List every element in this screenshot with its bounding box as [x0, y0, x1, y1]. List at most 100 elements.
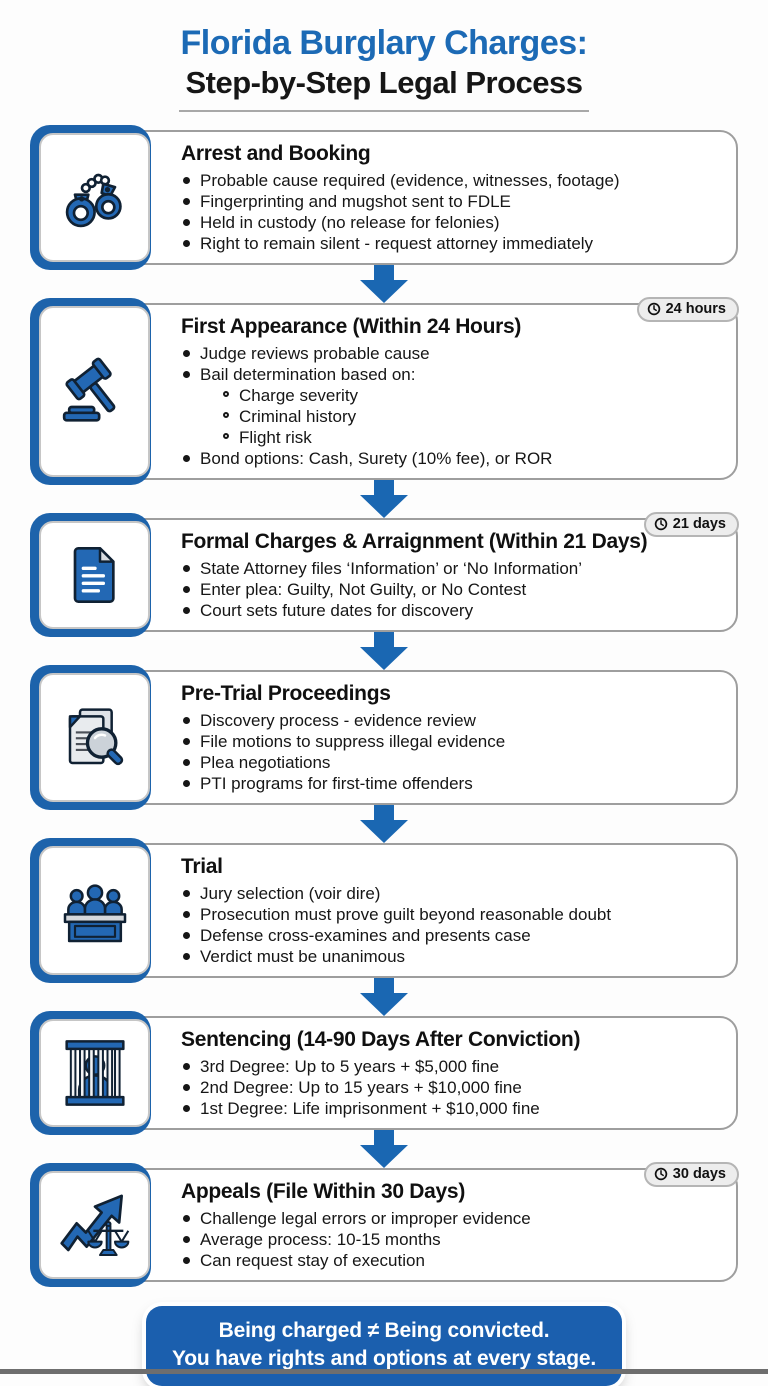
badge-text: 21 days: [672, 516, 726, 532]
bullet-item: Average process: 10-15 months: [181, 1229, 722, 1250]
bullet-text: Can request stay of execution: [200, 1251, 425, 1270]
bullet-text: Defense cross-examines and presents case: [200, 926, 531, 945]
badge-text: 24 hours: [665, 301, 726, 317]
bullet-dot: [183, 911, 190, 918]
bullet-dot: [183, 455, 190, 462]
bullet-text: 1st Degree: Life imprisonment + $10,000 …: [200, 1099, 540, 1118]
bullet-text: Fingerprinting and mugshot sent to FDLE: [200, 192, 511, 211]
bullet-list: Jury selection (voir dire) Prosecution m…: [181, 883, 722, 967]
bullet-dot: [183, 780, 190, 787]
flow-arrow-down-icon: [30, 978, 738, 1016]
flow-arrow-down-icon: [30, 1130, 738, 1168]
bullet-dot: [183, 240, 190, 247]
bullet-item: Held in custody (no release for felonies…: [181, 212, 722, 233]
document-icon: [39, 521, 150, 629]
gavel-icon: [39, 306, 150, 477]
bullet-item: Can request stay of execution: [181, 1250, 722, 1271]
footer: Being charged ≠ Being convicted. You hav…: [0, 1306, 768, 1386]
bullet-item: 3rd Degree: Up to 5 years + $5,000 fine: [181, 1056, 722, 1077]
bullet-dot: [183, 932, 190, 939]
bullet-list: Challenge legal errors or improper evide…: [181, 1208, 722, 1271]
bullet-dot: [183, 565, 190, 572]
bullet-text: Held in custody (no release for felonies…: [200, 213, 500, 232]
bullet-list: State Attorney files ‘Information’ or ‘N…: [181, 558, 722, 621]
bullet-dot: [183, 198, 190, 205]
bullet-dot: [183, 1215, 190, 1222]
bullet-dot: [183, 1105, 190, 1112]
bullet-text: Judge reviews probable cause: [200, 344, 430, 363]
bullet-item: Right to remain silent - request attorne…: [181, 233, 722, 254]
bullet-item: State Attorney files ‘Information’ or ‘N…: [181, 558, 722, 579]
jury-bench-icon: [39, 846, 150, 975]
magnifier-documents-icon: [39, 673, 150, 802]
bullet-item: 1st Degree: Life imprisonment + $10,000 …: [181, 1098, 722, 1119]
bullet-dot: [183, 890, 190, 897]
bullet-item: Verdict must be unanimous: [181, 946, 722, 967]
page-title-line1: Florida Burglary Charges:: [180, 24, 588, 62]
bullet-list: Probable cause required (evidence, witne…: [181, 170, 722, 254]
footer-line2: You have rights and options at every sta…: [172, 1347, 596, 1370]
jail-bars-icon: [39, 1019, 150, 1127]
bullet-text: File motions to suppress illegal evidenc…: [200, 732, 506, 751]
footer-callout: Being charged ≠ Being convicted. You hav…: [146, 1306, 622, 1386]
step-card-formal-charges: Formal Charges & Arraignment (Within 21 …: [30, 512, 739, 637]
bullet-dot: [183, 1063, 190, 1070]
bullet-item: Enter plea: Guilty, Not Guilty, or No Co…: [181, 579, 722, 600]
flow-arrow-down-icon: [30, 480, 738, 518]
bullet-item: Prosecution must prove guilt beyond reas…: [181, 904, 722, 925]
bullet-item: Jury selection (voir dire): [181, 883, 722, 904]
step-title: Arrest and Booking: [181, 142, 371, 165]
bullet-item: 2nd Degree: Up to 15 years + $10,000 fin…: [181, 1077, 722, 1098]
bullet-text: Bond options: Cash, Surety (10% fee), or…: [200, 449, 553, 468]
bullet-item: Fingerprinting and mugshot sent to FDLE: [181, 191, 722, 212]
bullet-dot: [183, 350, 190, 357]
step-panel: Pre-Trial Proceedings Discovery process …: [105, 670, 738, 805]
bullet-text: Prosecution must prove guilt beyond reas…: [200, 905, 612, 924]
process-flow: Arrest and Booking Probable cause requir…: [30, 125, 739, 1287]
step-title: Sentencing (14-90 Days After Conviction): [181, 1028, 581, 1051]
bullet-dot: [183, 1236, 190, 1243]
bullet-item: Bond options: Cash, Surety (10% fee), or…: [181, 448, 722, 469]
step-card-arrest-booking: Arrest and Booking Probable cause requir…: [30, 125, 738, 270]
clock-icon: [647, 302, 660, 316]
step-card-appeals: Appeals (File Within 30 Days) Challenge …: [30, 1162, 739, 1287]
sub-bullet-item: Criminal history: [221, 406, 722, 427]
clock-icon: [654, 517, 668, 531]
bullet-text: Verdict must be unanimous: [200, 947, 406, 966]
bullet-text: Discovery process - evidence review: [200, 711, 476, 730]
bullet-text: 2nd Degree: Up to 15 years + $10,000 fin…: [200, 1078, 522, 1097]
bullet-dot: [183, 953, 190, 960]
bullet-item: Challenge legal errors or improper evide…: [181, 1208, 722, 1229]
title-divider: [179, 110, 589, 112]
bullet-text: Plea negotiations: [200, 753, 331, 772]
time-badge: 30 days: [643, 1162, 739, 1187]
bullet-dot: [183, 738, 190, 745]
time-badge: 24 hours: [636, 297, 739, 322]
bullet-dot: [183, 759, 190, 766]
photo-edge-bar: [0, 1369, 768, 1374]
bullet-item: Defense cross-examines and presents case: [181, 925, 722, 946]
bullet-text: Probable cause required (evidence, witne…: [200, 171, 620, 190]
bullet-text: Jury selection (voir dire): [200, 884, 381, 903]
step-panel: Trial Jury selection (voir dire) Prosecu…: [105, 843, 738, 978]
sub-bullet-item: Charge severity: [221, 385, 722, 406]
bullet-text: Charge severity: [239, 386, 359, 405]
step-card-pretrial: Pre-Trial Proceedings Discovery process …: [30, 665, 738, 810]
trend-arrow-scales-icon: [39, 1171, 150, 1279]
bullet-dot: [183, 177, 190, 184]
bullet-text: Bail determination based on:: [200, 365, 416, 384]
bullet-item: PTI programs for first-time offenders: [181, 773, 722, 794]
bullet-item: Discovery process - evidence review: [181, 710, 722, 731]
bullet-text: Flight risk: [239, 428, 312, 447]
clock-icon: [654, 1167, 668, 1181]
bullet-list: Discovery process - evidence review File…: [181, 710, 722, 794]
bullet-ring: [223, 433, 229, 439]
bullet-dot: [183, 371, 190, 378]
flow-arrow-down-icon: [30, 265, 738, 303]
page-header: Florida Burglary Charges: Step-by-Step L…: [0, 0, 768, 112]
bullet-text: Criminal history: [239, 407, 357, 426]
bullet-item: Judge reviews probable cause: [181, 343, 722, 364]
bullet-item: Bail determination based on:: [181, 364, 722, 385]
bullet-ring: [223, 391, 229, 397]
bullet-item: File motions to suppress illegal evidenc…: [181, 731, 722, 752]
